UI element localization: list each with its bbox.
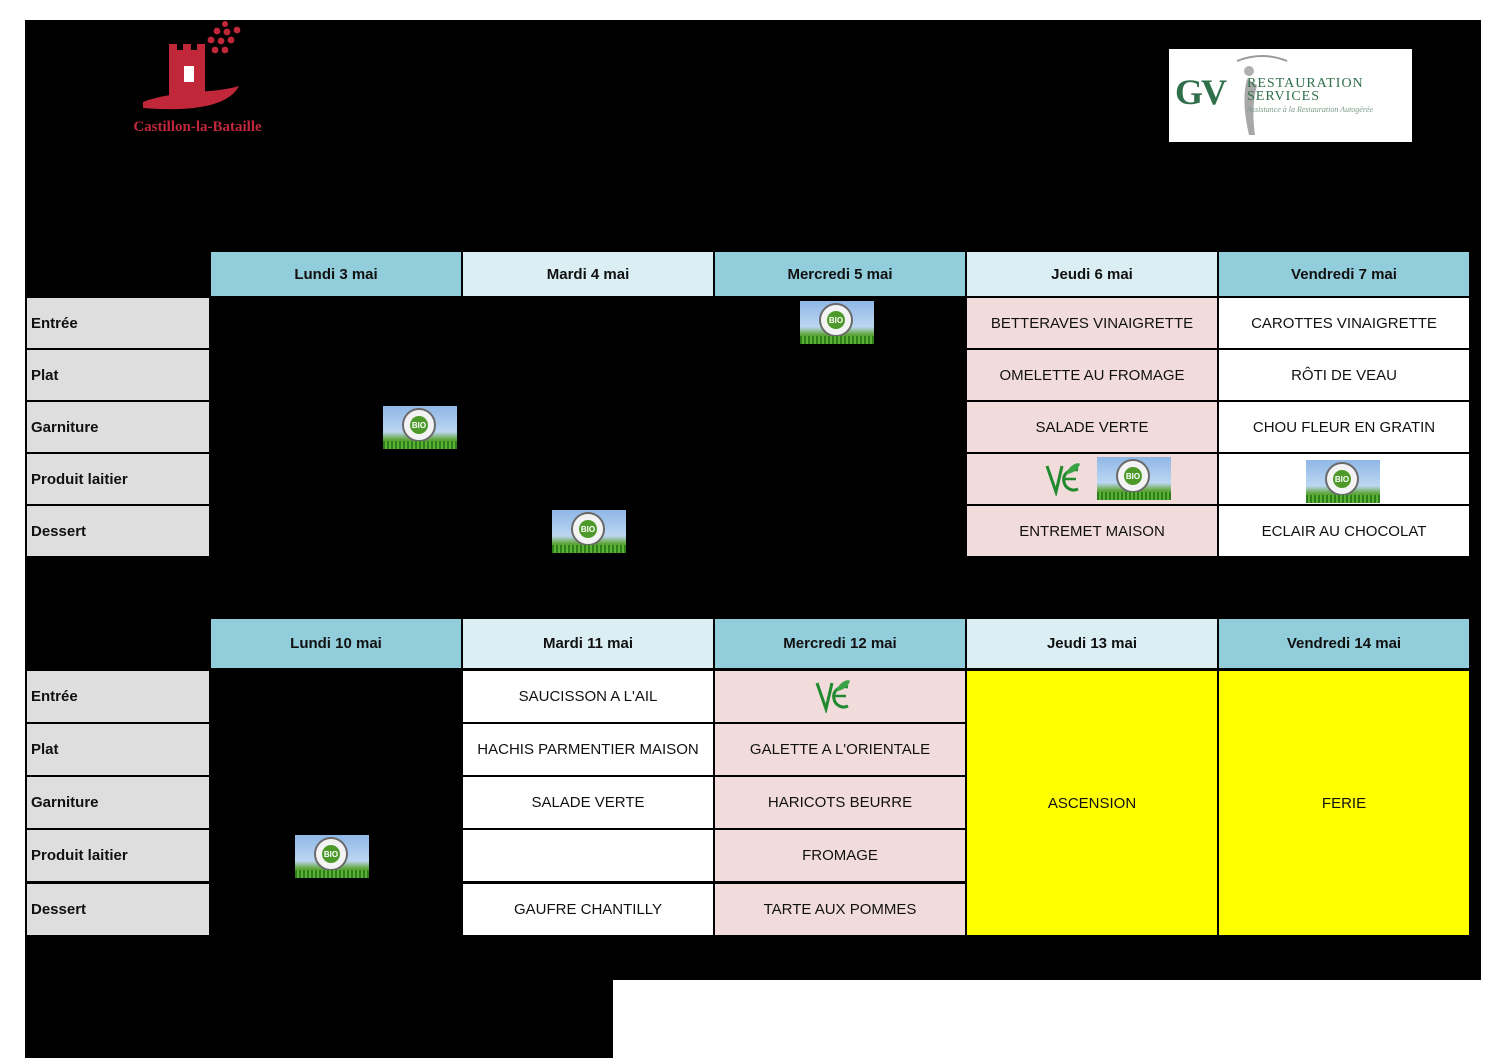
bio-badge-text: BIO	[322, 845, 340, 863]
week2-row-label: Plat	[27, 724, 209, 775]
week1-row-label: Dessert	[27, 506, 209, 556]
week2-day-header: Lundi 10 mai	[211, 619, 461, 668]
menu-cell: BETTERAVES VINAIGRETTE	[967, 298, 1217, 348]
menu-cell: FROMAGE	[715, 830, 965, 881]
waiter-figure-icon	[1236, 55, 1288, 135]
castillon-name: Castillon-la-Bataille	[133, 119, 262, 135]
menu-cell: SAUCISSON A L'AIL	[463, 671, 713, 722]
menu-cell-empty	[463, 830, 713, 881]
menu-cell: TARTE AUX POMMES	[715, 884, 965, 935]
week1-day-header: Lundi 3 mai	[211, 252, 461, 296]
week1-day-header: Vendredi 7 mai	[1219, 252, 1469, 296]
week1-day-header: Mercredi 5 mai	[715, 252, 965, 296]
menu-cell: ECLAIR AU CHOCOLAT	[1219, 506, 1469, 556]
week2-day-header: Vendredi 14 mai	[1219, 619, 1469, 668]
menu-cell: CHOU FLEUR EN GRATIN	[1219, 402, 1469, 452]
gv-title-line-1: RESTAURATION	[1247, 76, 1364, 91]
bio-badge-icon: BIO	[383, 406, 457, 449]
week2-row-label: Produit laitier	[27, 830, 209, 881]
gv-subtitle: Assistance à la Restauration Autogérée	[1247, 105, 1374, 114]
menu-cell: ENTREMET MAISON	[967, 506, 1217, 556]
vegetarian-icon	[815, 680, 850, 713]
menu-cell-badges	[967, 454, 1217, 504]
week1-row-label: Produit laitier	[27, 454, 209, 504]
holiday-cell-ferie: FERIE	[1219, 671, 1469, 935]
bio-badge-text: BIO	[1333, 470, 1351, 488]
week1-row-label: Garniture	[27, 402, 209, 452]
week1-day-header: Mardi 4 mai	[463, 252, 713, 296]
week2-day-header: Mercredi 12 mai	[715, 619, 965, 668]
menu-cell: HARICOTS BEURRE	[715, 777, 965, 828]
bio-badge-text: BIO	[410, 416, 428, 434]
menu-cell: OMELETTE AU FROMAGE	[967, 350, 1217, 400]
week1-row-label: Plat	[27, 350, 209, 400]
week2-row-label: Dessert	[27, 884, 209, 935]
menu-cell: SALADE VERTE	[463, 777, 713, 828]
week2-day-header: Mardi 11 mai	[463, 619, 713, 668]
menu-cell: CAROTTES VINAIGRETTE	[1219, 298, 1469, 348]
bio-badge-icon: BIO	[295, 835, 369, 878]
gv-letters: GV	[1175, 72, 1227, 112]
bio-badge-text: BIO	[579, 520, 597, 538]
week1-day-header: Jeudi 6 mai	[967, 252, 1217, 296]
menu-cell: SALADE VERTE	[967, 402, 1217, 452]
vegetarian-icon	[1045, 463, 1080, 496]
week1-row-label: Entrée	[27, 298, 209, 348]
holiday-cell-ascension: ASCENSION	[967, 671, 1217, 935]
menu-cell: RÔTI DE VEAU	[1219, 350, 1469, 400]
menu-cell: GAUFRE CHANTILLY	[463, 884, 713, 935]
castillon-logo: Castillon-la-Bataille	[95, 20, 300, 140]
gv-title-line-2: SERVICES	[1247, 89, 1321, 104]
gv-restauration-logo: GV RESTAURATION SERVICES Assistance à la…	[1169, 49, 1412, 142]
bio-badge-text: BIO	[1124, 467, 1142, 485]
castle-icon	[143, 21, 241, 110]
bio-badge-icon: BIO	[1306, 460, 1380, 503]
menu-cell: HACHIS PARMENTIER MAISON	[463, 724, 713, 775]
week2-row-label: Entrée	[27, 671, 209, 722]
week2-day-header: Jeudi 13 mai	[967, 619, 1217, 668]
bio-badge-icon: BIO	[1097, 457, 1171, 500]
bio-badge-icon: BIO	[552, 510, 626, 553]
bio-badge-icon: BIO	[800, 301, 874, 344]
gv-title: RESTAURATION SERVICES	[1247, 76, 1364, 104]
menu-cell: GALETTE A L'ORIENTALE	[715, 724, 965, 775]
sheet-black-block	[25, 980, 613, 1058]
week2-row-label: Garniture	[27, 777, 209, 828]
bio-badge-text: BIO	[827, 311, 845, 329]
